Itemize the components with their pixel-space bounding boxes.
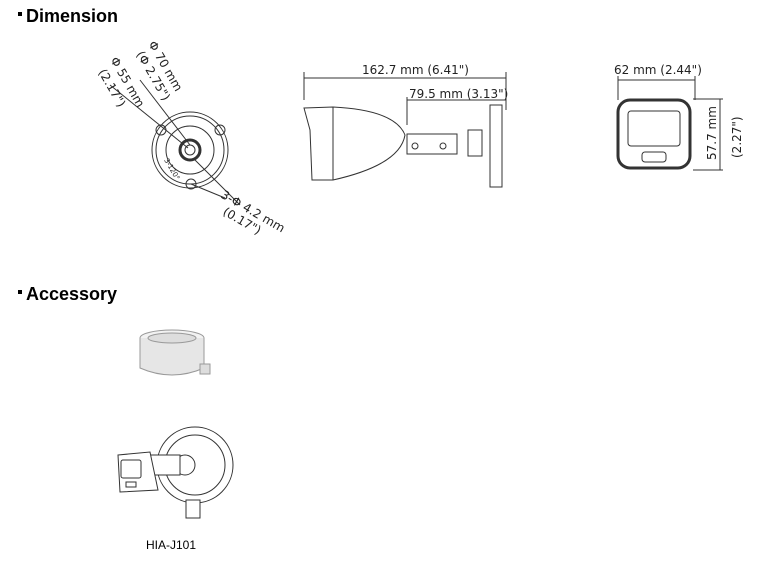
length-label: 162.7 mm (6.41") (362, 63, 469, 77)
height-label: 57.7 mm (705, 106, 719, 160)
side-view-drawing: 162.7 mm (6.41") 79.5 mm (3.13") (303, 63, 508, 188)
height-in-label: (2.27") (730, 116, 744, 158)
accessory-title: Accessory (26, 284, 118, 304)
front-view-drawing: 62 mm (2.44") 57.7 mm (2.27") (614, 63, 744, 171)
accessory-item-label: HIA-J101 (146, 538, 197, 552)
base-plate-drawing: Φ 70 mm (Φ 2.75") Φ 55 mm (2.17") 3-120°… (95, 39, 287, 238)
mount-length-label: 79.5 mm (3.13") (409, 87, 508, 101)
dimension-heading: Dimension (18, 6, 118, 27)
camera-with-junction-box-image (117, 426, 234, 519)
accessory-heading: Accessory (18, 284, 117, 305)
dimension-title: Dimension (26, 6, 119, 26)
width-label: 62 mm (2.44") (614, 63, 702, 77)
junction-box-image (139, 329, 211, 376)
angle-label: 3-120° (162, 157, 181, 182)
